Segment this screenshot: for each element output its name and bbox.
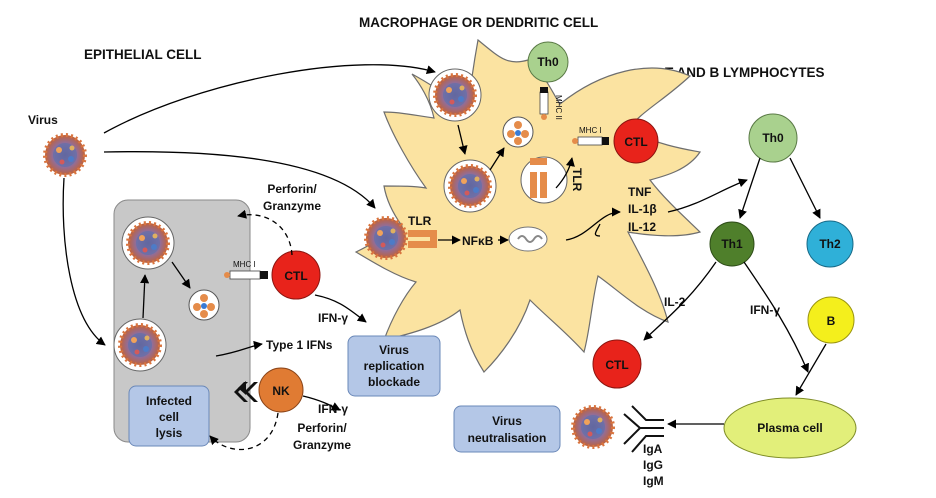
mhc1-macrophage-label: MHC I [579,126,602,135]
igg-label: IgG [643,458,663,472]
ctl-epithelial-label: CTL [284,269,307,283]
mhc1-receptor-macrophage [572,136,609,146]
mhc1-epithelial-label: MHC I [233,260,256,269]
arrow-virus-to-epithelial [62,177,106,346]
nfkb-vesicle [508,226,548,252]
perforin-bottom-line2: Granzyme [293,438,351,452]
virus-epithelial-bottom [114,319,166,371]
tlr-endosome-icon [530,158,547,198]
nfkb-label: NFκB [462,234,494,248]
tlr-surface-label: TLR [408,214,432,228]
infected-line1: Infected [146,394,192,408]
virus-neutralisation-box [453,405,561,453]
chevron-arrows-icon [234,381,258,402]
ctl-epithelial-cell [271,250,321,300]
arrow-to-particles-epi [171,261,191,289]
th1-cell [709,221,755,267]
plasma-cell [723,397,857,459]
ctl-lymph-cell [592,339,642,389]
ctl-lymph-label: CTL [605,358,628,372]
il12-label: IL-12 [628,220,656,234]
th0-macrophage-cell [527,41,569,83]
arrow-cytokines-to-th0 [667,178,748,213]
dashed-arrows [209,209,293,451]
neutral-line2: neutralisation [468,431,547,445]
arrow-th0-to-th2 [789,157,821,219]
igm-label: IgM [643,474,664,488]
arrow-b-to-plasma [795,343,827,396]
perforin-bottom-line1: Perforin/ [297,421,347,435]
mhc2-label: MHC II [554,95,563,120]
lymphocytes-header: T AND B LYMPHOCYTES [665,65,825,80]
th2-cell [806,220,854,268]
arrow-to-cytokines [565,207,621,241]
virus-free [43,133,87,177]
virus-neutralised [571,405,615,449]
arrow-endosome-to-tlr [555,157,575,189]
arrow-stub [594,223,601,237]
tlr-surface-icon [408,230,437,248]
th0-label: Th0 [762,131,784,145]
arrow-macro-down [457,124,468,155]
tlr-endosome-label: TLR [570,168,584,192]
iga-label: IgA [643,442,663,456]
infected-line2: cell [159,410,179,424]
blockade-line2: replication [364,359,425,373]
mhc1-receptor-epithelial [224,270,268,280]
arrow-th0-to-th1 [738,157,761,219]
type1-ifns-label: Type 1 IFNs [266,338,333,352]
perforin-bottom-dashed-arrow [209,412,279,451]
infected-line3: lysis [156,426,183,440]
arrow-th1-to-plasma [743,261,809,373]
perforin-top-line1: Perforin/ [267,182,317,196]
blockade-line3: blockade [368,375,420,389]
neutral-line1: Virus [492,414,522,428]
arrow-type1-ifns [215,340,263,357]
antibody-icon [623,405,664,453]
epithelial-cell-header: EPITHELIAL CELL [84,47,202,62]
antigen-particles-macrophage [502,116,534,148]
th1-label: Th1 [721,237,743,251]
nk-cell [258,367,304,413]
perforin-top-dashed-arrow [237,209,293,256]
virus-replication-blockade-box [347,335,441,397]
virus-macrophage-vesicle [444,160,496,212]
mhc2-receptor [539,87,549,120]
virus-macrophage-endocytosed [429,69,481,121]
ctl-macrophage-label: CTL [624,135,647,149]
dna-icon [517,235,543,243]
ctl-macrophage-cell [613,118,659,164]
flow-arrows [62,64,827,429]
th0-cell [748,113,798,163]
il1b-label: IL-1β [628,202,657,216]
tnf-label: TNF [628,185,651,199]
ifn-gamma-nk-label: IFN-γ [318,402,348,416]
arrow-ctl-to-ifn [314,294,367,323]
virus-label: Virus [28,113,58,127]
arrow-nk-to-ifn [302,395,341,411]
th2-label: Th2 [819,237,841,251]
virus-macrophage-surface [364,216,408,260]
b-cell [807,296,855,344]
il2-label: IL-2 [664,295,686,309]
arrow-virus-to-macrophage-top [103,64,436,134]
arrow-epithelial-up [140,274,150,319]
nk-cell-label: NK [272,384,290,398]
blockade-line1: Virus [379,343,409,357]
antigen-particles-epithelial [188,289,220,321]
perforin-top-line2: Granzyme [263,199,321,213]
infected-cell-lysis-box [128,385,210,447]
arrow-virus-to-macrophage-surface [103,150,376,209]
arrow-th1-to-ctl [643,261,717,341]
arrow-to-particles-macro [489,147,505,171]
th0-macrophage-label: Th0 [537,55,559,69]
macrophage-header: MACROPHAGE OR DENDRITIC CELL [359,15,598,30]
plasma-cell-label: Plasma cell [757,421,822,435]
virus-epithelial-top [122,217,174,269]
ifn-gamma-ctl-label: IFN-γ [318,311,348,325]
b-label: B [827,314,836,328]
